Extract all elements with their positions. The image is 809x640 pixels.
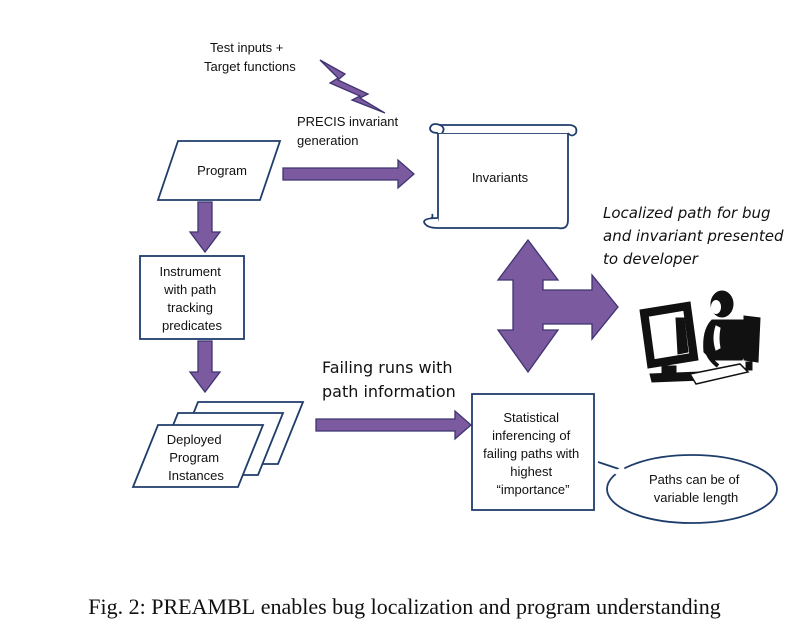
invariants-label: Invariants — [472, 170, 529, 185]
arrow-program-to-instrument — [188, 201, 222, 254]
three-way-arrow — [496, 238, 619, 374]
arrow-deployed-to-statistical — [315, 409, 472, 441]
caption-prefix: Fig. 2: — [88, 594, 152, 619]
arrow-program-to-invariants — [282, 158, 415, 190]
developer-computer-icon — [639, 290, 761, 385]
test-inputs-label: Test inputs + Target functions — [204, 40, 296, 74]
arrow-instrument-to-deployed — [188, 340, 222, 394]
program-node: Program — [156, 140, 282, 201]
deployed-label: Deployed Program Instances — [167, 432, 226, 483]
program-label: Program — [197, 163, 247, 178]
statistical-label: Statistical inferencing of failing paths… — [483, 410, 583, 497]
figure-caption: Fig. 2: PREAMBL enables bug localization… — [0, 594, 809, 620]
callout-label: Paths can be of variable length — [649, 472, 743, 505]
scroll-icon: Invariants — [423, 123, 578, 230]
lightning-bolt-icon — [319, 59, 386, 114]
caption-name-rest: REAMBL — [163, 594, 256, 619]
developer-label: Localized path for bug and invariant pre… — [603, 204, 788, 268]
failing-runs-label: Failing runs with path information — [322, 358, 458, 401]
deployed-node: Deployed Program Instances — [131, 401, 305, 488]
caption-name-initial: P — [151, 594, 164, 619]
instrument-label: Instrument with path tracking predicates — [159, 264, 224, 333]
statistical-node: Statistical inferencing of failing paths… — [471, 393, 595, 511]
caption-suffix: enables bug localization and program und… — [255, 594, 721, 619]
variable-length-callout: Paths can be of variable length — [597, 454, 778, 524]
instrument-node: Instrument with path tracking predicates — [139, 255, 245, 340]
precis-label: PRECIS invariant generation — [297, 114, 402, 148]
